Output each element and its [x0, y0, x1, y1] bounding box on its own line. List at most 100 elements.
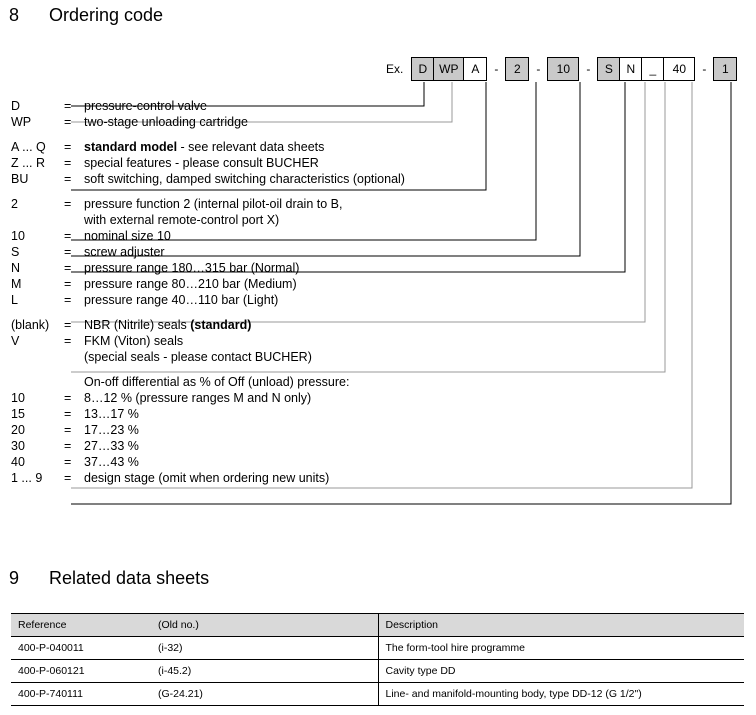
legend-equals: = [64, 115, 72, 129]
code-cell-10: 10 [548, 58, 579, 80]
legend-equals: = [64, 172, 72, 186]
legend-row: L=pressure range 40…110 bar (Light) [0, 292, 756, 308]
code-cell-WP: WP [434, 58, 465, 80]
legend-equals: = [64, 229, 72, 243]
legend-equals: = [64, 140, 72, 154]
legend-value: design stage (omit when ordering new uni… [84, 471, 330, 485]
legend-spacer [0, 365, 756, 374]
legend-value: pressure range 180…315 bar (Normal) [84, 261, 300, 275]
code-cell-1: 1 [714, 58, 737, 80]
legend-equals: = [64, 455, 72, 469]
legend-value: 8…12 % (pressure ranges M and N only) [84, 391, 312, 405]
code-separator-dash: - [702, 62, 707, 76]
code-cell-N: N [620, 58, 643, 80]
section-number: 8 [9, 5, 20, 25]
legend-value: 13…17 % [84, 407, 139, 421]
legend-value: soft switching, damped switching charact… [84, 172, 405, 186]
legend-equals: = [64, 197, 72, 211]
legend-row: N=pressure range 180…315 bar (Normal) [0, 260, 756, 276]
legend-value: NBR (Nitrile) seals (standard) [84, 318, 252, 332]
code-cell-S: S [598, 58, 621, 80]
legend-row: 15=13…17 % [0, 406, 756, 422]
section-title: Related data sheets [49, 568, 210, 588]
legend-row: 30=27…33 % [0, 438, 756, 454]
code-separator-dash: - [586, 62, 591, 76]
legend-value: pressure-control valve [84, 99, 207, 113]
legend-key: BU [11, 172, 29, 186]
cell-description: The form-tool hire programme [377, 636, 744, 660]
legend-key: D [11, 99, 21, 113]
legend-spacer [0, 187, 756, 196]
legend-row: S = screw adjuster [0, 244, 756, 260]
legend-key: V [11, 334, 20, 348]
code-cell-D: D [412, 58, 435, 80]
table-row: 400-P-060121(i-45.2)Cavity type DD [11, 659, 744, 683]
legend-row: V=FKM (Viton) seals [0, 333, 756, 349]
legend-value: pressure range 40…110 bar (Light) [84, 293, 279, 307]
legend-equals: = [64, 334, 72, 348]
code-group: 1 [713, 57, 738, 81]
code-cell-40: 40 [664, 58, 695, 80]
section-number: 9 [9, 568, 20, 588]
legend-spacer [0, 130, 756, 139]
legend-value: 17…23 % [84, 423, 139, 437]
legend-value: (special seals - please contact BUCHER) [84, 350, 312, 364]
legend-row: A ... Q = standard model - see relevant da… [0, 139, 756, 155]
section-heading-related-data-sheets: 9 Related data sheets [9, 568, 209, 589]
legend-row: Z ... R=special features - please consul… [0, 155, 756, 171]
table-row: 400-P-040011(i-32)The form-tool hire pro… [11, 636, 744, 660]
cell-description: Line- and manifold-mounting body, type D… [377, 682, 744, 706]
legend-equals: = [64, 423, 72, 437]
legend-equals: = [64, 471, 72, 485]
legend-equals: = [64, 318, 72, 332]
legend-equals: = [64, 277, 72, 291]
table-header-row: Reference (Old no.) Description [11, 613, 744, 637]
code-cell-A: A [464, 58, 487, 80]
legend-key: S [11, 245, 20, 259]
code-cell-u: _ [642, 58, 665, 80]
legend-key: 1 ... 9 [11, 471, 43, 485]
related-data-sheets-table: Reference (Old no.) Description 400-P-04… [11, 613, 744, 706]
legend-row: (blank) = NBR (Nitrile) seals (standard) [0, 317, 756, 333]
section-title: Ordering code [49, 5, 164, 25]
section-heading-ordering-code: 8 Ordering code [9, 5, 163, 26]
legend-row: 2=pressure function 2 (internal pilot-oi… [0, 196, 756, 228]
legend-value: 27…33 % [84, 439, 139, 453]
legend-value: On-off differential as % of Off (unload)… [84, 375, 350, 389]
legend-row: D=pressure-control valve [0, 98, 756, 114]
legend-value: two-stage unloading cartridge [84, 115, 248, 129]
legend-row: BU = soft switching, damped switching char… [0, 171, 756, 187]
legend-equals: = [64, 245, 72, 259]
legend-equals: = [64, 156, 72, 170]
legend-key: M [11, 277, 22, 291]
legend-row: 10= 8…12 % (pressure ranges M and N only… [0, 390, 756, 406]
legend-value: standard model - see relevant data sheet… [84, 140, 325, 154]
cell-old-no: (i-32) [151, 636, 378, 660]
legend-equals: = [64, 293, 72, 307]
legend-value: screw adjuster [84, 245, 165, 259]
legend-key: A ... Q [11, 140, 46, 154]
legend-key: WP [11, 115, 32, 129]
legend-key: 40 [11, 455, 25, 469]
legend-spacer [0, 308, 756, 317]
legend-row: 20=17…23 % [0, 422, 756, 438]
column-header-reference: Reference [11, 613, 151, 637]
code-group: 2 [505, 57, 530, 81]
legend-row: 40 = 37…43 % [0, 454, 756, 470]
column-header-description: Description [377, 613, 744, 637]
cell-reference: 400-P-060121 [11, 659, 151, 683]
legend-key: 15 [11, 407, 25, 421]
legend-value: 37…43 % [84, 455, 139, 469]
legend-key: (blank) [11, 318, 50, 332]
legend-key: N [11, 261, 21, 275]
legend-key: 10 [11, 229, 25, 243]
cell-reference: 400-P-740111 [11, 682, 151, 706]
cell-old-no: (i-45.2) [151, 659, 378, 683]
legend-row: 10=nominal size 10 [0, 228, 756, 244]
column-header-old-no: (Old no.) [151, 613, 378, 637]
legend-key: 30 [11, 439, 25, 453]
legend-row: On-off differential as % of Off (unload)… [0, 374, 756, 390]
legend-value: pressure range 80…210 bar (Medium) [84, 277, 297, 291]
